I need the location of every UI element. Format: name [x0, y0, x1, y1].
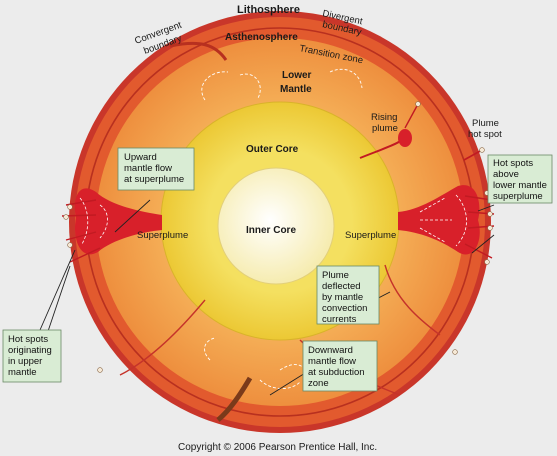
plume-hot-spot-label-1: Plume [472, 118, 499, 129]
callout-plume-deflected-line-5: currents [322, 314, 357, 325]
callout-upward-flow-line-2: mantle flow [124, 163, 172, 174]
callout-hot-spots-lower-line-2: above [493, 169, 519, 180]
callout-plume-deflected-line-3: by mantle [322, 292, 363, 303]
plume-hot-spot-label-2: hot spot [468, 129, 502, 140]
callout-plume-deflected-line-1: Plume [322, 270, 349, 281]
callout-hot-spots-upper-line-1: Hot spots [8, 334, 48, 345]
slab-line-lower [119, 299, 206, 376]
superplume-right-label: Superplume [345, 230, 396, 241]
callout-upward-flow: Upward mantle flow at superplume [117, 147, 195, 191]
callout-hot-spots-upper: Hot spots originating in upper mantle [2, 329, 62, 383]
outer-core-label: Outer Core [246, 144, 299, 155]
callout-upward-flow-line-1: Upward [124, 152, 157, 163]
lower-mantle-label-1: Lower [282, 70, 312, 81]
callout-hot-spots-lower-line-3: lower mantle [493, 180, 547, 191]
callout-hot-spots-upper-line-4: mantle [8, 367, 37, 378]
rising-plume-label-2: plume [372, 123, 398, 134]
callout-downward-flow-line-4: zone [308, 378, 329, 389]
superplume-left-label: Superplume [137, 230, 188, 241]
lower-mantle-label-2: Mantle [280, 84, 312, 95]
right-superplume [398, 185, 495, 259]
plume-conduit [463, 149, 483, 161]
callout-hot-spots-lower-line-1: Hot spots [493, 158, 533, 169]
callout-hot-spots-lower-line-4: superplume [493, 191, 543, 202]
copyright-notice: Copyright © 2006 Pearson Prentice Hall, … [178, 442, 377, 453]
callout-hot-spots-upper-line-3: in upper [8, 356, 42, 367]
rising-plume-label-1: Rising [371, 112, 397, 123]
subducting-slab-bottom [216, 376, 253, 422]
callout-downward-flow-line-3: at subduction [308, 367, 365, 378]
inner-core [217, 167, 335, 285]
callout-hot-spots-lower: Hot spots above lower mantle superplume [487, 154, 553, 204]
inner-core-label: Inner Core [246, 225, 296, 236]
lithosphere-label: Lithosphere [237, 4, 300, 16]
callout-plume-deflected: Plume deflected by mantle convection cur… [316, 265, 380, 325]
asthenosphere-label: Asthenosphere [225, 32, 298, 43]
hot-spot-markers [63, 101, 493, 373]
callout-downward-flow-line-2: mantle flow [308, 356, 356, 367]
callout-downward-flow: Downward mantle flow at subduction zone [302, 340, 378, 392]
subducting-slab-top [169, 41, 228, 61]
callout-plume-deflected-line-2: deflected [322, 281, 361, 292]
left-superplume [61, 188, 162, 263]
rising-plume [359, 103, 419, 159]
callout-upward-flow-line-3: at superplume [124, 174, 184, 185]
slab-line-right [384, 264, 441, 336]
callout-plume-deflected-line-4: convection [322, 303, 367, 314]
callout-hot-spots-upper-line-2: originating [8, 345, 52, 356]
callout-downward-flow-line-1: Downward [308, 345, 353, 356]
